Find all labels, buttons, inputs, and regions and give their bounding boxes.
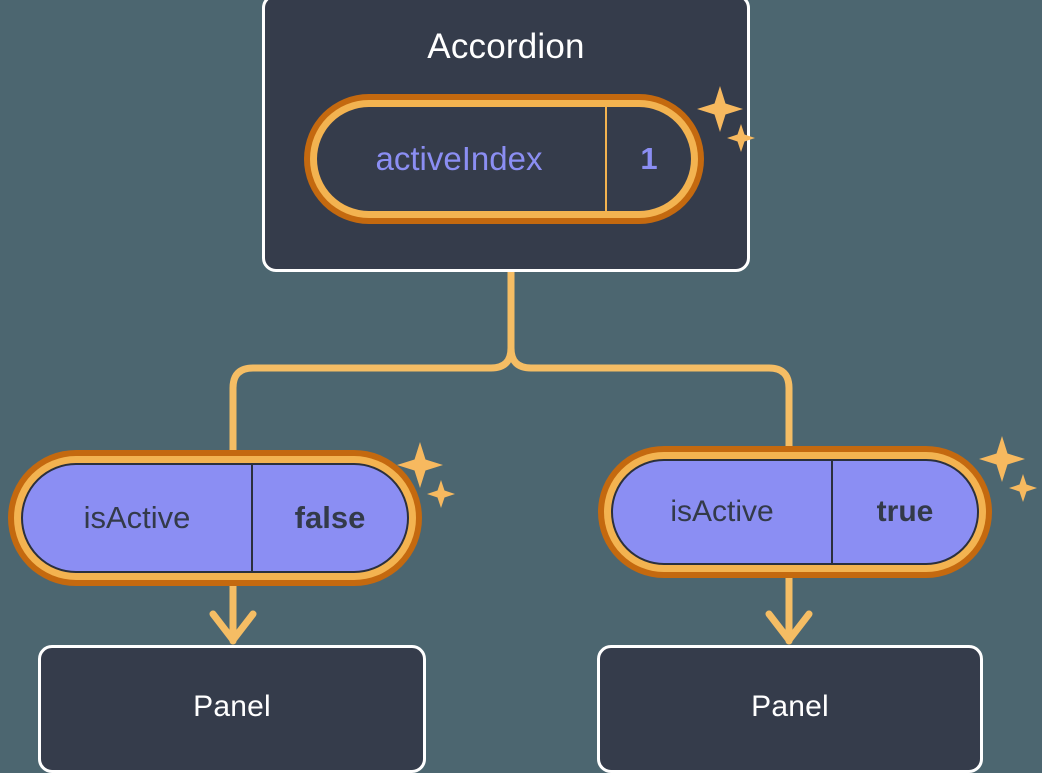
panel-component-right[interactable]: Panel [597,645,983,773]
activeindex-state-hook[interactable]: activeIndex 1 [304,94,704,224]
arrow-down-icon-left [209,610,257,644]
hook-key-label: isActive [83,500,191,535]
isactive-state-hook-right[interactable]: isActive true [598,446,992,578]
panel-title-right: Panel [751,690,829,723]
hook-key-label: isActive [670,495,774,528]
hook-body: activeIndex 1 [317,107,691,211]
isactive-state-hook-left[interactable]: isActive false [8,450,422,586]
hook-value-label: true [876,495,934,528]
hook-divider [831,461,833,563]
hook-value-label: false [294,500,366,535]
panel-component-left[interactable]: Panel [38,645,426,773]
hook-divider [251,465,253,571]
arrow-down-icon-right [765,610,813,644]
hook-body: isActive true [611,459,979,565]
hook-divider [605,107,607,211]
hook-value-label: 1 [640,141,658,176]
hook-body: isActive false [21,463,409,573]
connector-branch-right [507,344,793,456]
connector-branch-left [229,344,515,462]
hook-key-label: activeIndex [375,140,543,177]
accordion-title: Accordion [427,27,585,66]
panel-title-left: Panel [193,690,271,723]
